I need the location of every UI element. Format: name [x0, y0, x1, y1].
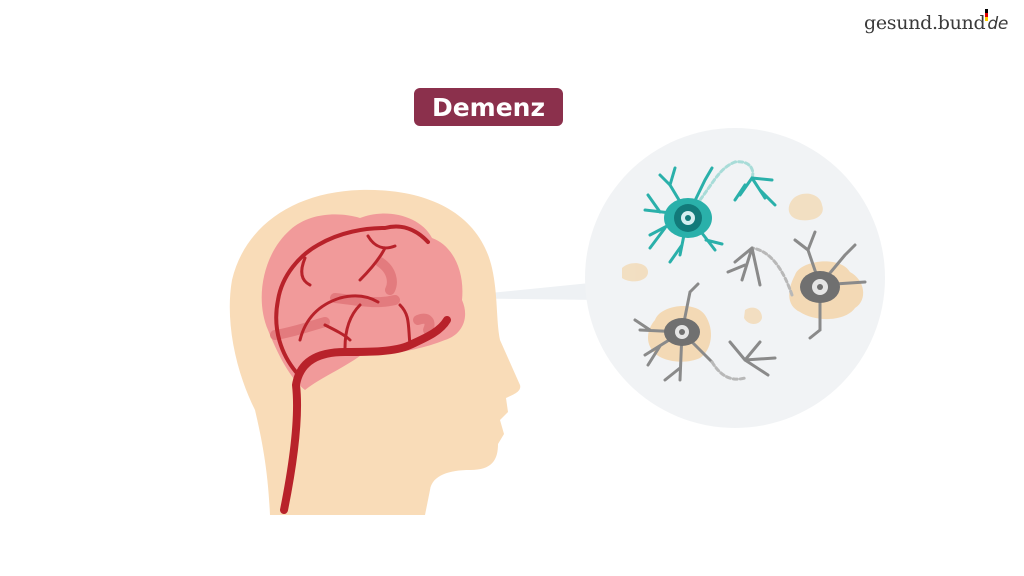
- title-label: Demenz: [431, 92, 546, 122]
- logo-tld: de: [987, 14, 1008, 34]
- logo-name: gesund.bund: [864, 12, 986, 34]
- artery: [274, 224, 451, 514]
- title-badge: Demenz: [414, 88, 563, 126]
- german-flag-icon: [985, 9, 988, 21]
- damaged-neuron-right: [726, 230, 867, 340]
- plaques: [622, 193, 823, 324]
- healthy-neuron: [643, 160, 777, 264]
- damaged-neuron-left: [633, 282, 777, 382]
